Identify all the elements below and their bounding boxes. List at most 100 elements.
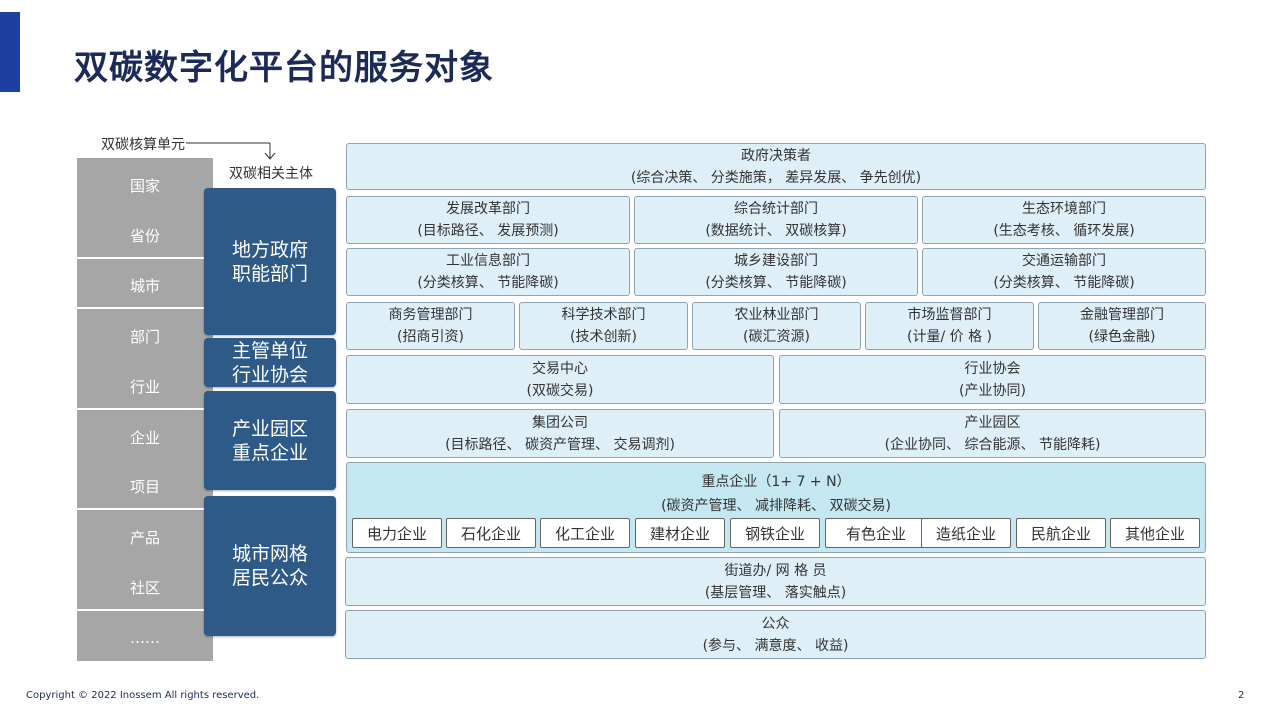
subject-line: 行业协会 bbox=[231, 363, 308, 386]
box-subtitle: (绿色金融) bbox=[1088, 329, 1156, 345]
box-subtitle: (基层管理、 落实触点) bbox=[704, 584, 847, 601]
unit-item: …… bbox=[130, 629, 160, 647]
key-enterprise-box: 重点企业（1+ 7 + N） (碳资产管理、 减排降耗、 双碳交易) 电力企业 … bbox=[346, 462, 1206, 553]
box-title: 市场监督部门 bbox=[907, 307, 992, 323]
box-subtitle: (技术创新) bbox=[570, 329, 637, 345]
subject-line: 产业园区 bbox=[231, 417, 308, 440]
dept-box: 发展改革部门 (目标路径、 发展预测) bbox=[346, 196, 630, 244]
page-number: 2 bbox=[1238, 690, 1245, 701]
org-box: 交易中心 (双碳交易) bbox=[346, 355, 774, 404]
unit-item: 行业 bbox=[129, 378, 160, 396]
unit-divider bbox=[77, 508, 213, 510]
unit-divider bbox=[77, 307, 213, 309]
subject-line: 地方政府 bbox=[231, 238, 308, 261]
box-title: 商务管理部门 bbox=[388, 307, 473, 323]
subject-local-government: 地方政府 职能部门 bbox=[204, 188, 336, 335]
box-title: 街道办/ 网 格 员 bbox=[724, 562, 827, 579]
box-title: 交易中心 bbox=[532, 360, 588, 377]
unit-divider bbox=[77, 609, 213, 611]
box-subtitle: (生态考核、 循环发展) bbox=[993, 223, 1135, 239]
box-subtitle: (分类核算、 节能降碳) bbox=[993, 275, 1135, 291]
box-subtitle: (综合决策、 分类施策， 差异发展、 争先创优) bbox=[630, 169, 922, 186]
dept-box: 生态环境部门 (生态考核、 循环发展) bbox=[922, 196, 1206, 244]
public-box: 公众 (参与、 满意度、 收益) bbox=[345, 610, 1206, 659]
box-title: 重点企业（1+ 7 + N） bbox=[701, 474, 851, 490]
org-box: 产业园区 (企业协同、 综合能源、 节能降耗) bbox=[779, 409, 1206, 458]
subject-city-residents: 城市网格 居民公众 bbox=[204, 496, 336, 636]
unit-item: 项目 bbox=[129, 478, 160, 496]
industry-tag: 化工企业 bbox=[540, 518, 630, 548]
box-title: 公众 bbox=[761, 615, 790, 632]
industry-tag: 电力企业 bbox=[352, 518, 442, 548]
unit-item: 省份 bbox=[129, 227, 160, 245]
dept-box: 市场监督部门 (计量/ 价 格 ) bbox=[865, 302, 1034, 350]
box-title: 综合统计部门 bbox=[734, 201, 818, 217]
title-accent-bar bbox=[0, 12, 20, 92]
unit-divider bbox=[77, 257, 213, 259]
unit-item: 企业 bbox=[129, 429, 160, 447]
accounting-unit-label: 双碳核算单元 bbox=[101, 137, 185, 153]
box-title: 科学技术部门 bbox=[561, 307, 646, 323]
dept-box: 综合统计部门 (数据统计、 双碳核算) bbox=[634, 196, 918, 244]
accounting-unit-column: 国家 省份 城市 部门 行业 企业 项目 产品 社区 …… bbox=[77, 158, 213, 661]
dept-box: 商务管理部门 (招商引资) bbox=[346, 302, 515, 350]
dept-box: 科学技术部门 (技术创新) bbox=[519, 302, 688, 350]
box-title: 集团公司 bbox=[532, 414, 588, 431]
dept-box: 工业信息部门 (分类核算、 节能降碳) bbox=[346, 248, 630, 296]
box-subtitle: (企业协同、 综合能源、 节能降耗) bbox=[884, 436, 1101, 453]
industry-tag: 民航企业 bbox=[1016, 518, 1106, 548]
box-subtitle: (招商引资) bbox=[397, 329, 464, 345]
industry-tag: 有色企业 bbox=[825, 518, 927, 548]
box-subtitle: (碳汇资源) bbox=[743, 329, 810, 345]
box-title: 发展改革部门 bbox=[446, 201, 530, 217]
dept-box: 农业林业部门 (碳汇资源) bbox=[692, 302, 861, 350]
box-title: 工业信息部门 bbox=[446, 253, 530, 269]
dept-box: 金融管理部门 (绿色金融) bbox=[1038, 302, 1206, 350]
box-title: 城乡建设部门 bbox=[734, 253, 818, 269]
related-subject-label: 双碳相关主体 bbox=[229, 166, 313, 182]
box-title: 金融管理部门 bbox=[1080, 307, 1164, 323]
street-box: 街道办/ 网 格 员 (基层管理、 落实触点) bbox=[345, 557, 1206, 606]
industry-tag: 钢铁企业 bbox=[730, 518, 820, 548]
guide-arrow-icon bbox=[186, 142, 276, 160]
unit-item: 城市 bbox=[129, 277, 160, 295]
box-subtitle: (分类核算、 节能降碳) bbox=[705, 275, 847, 291]
unit-item: 部门 bbox=[129, 328, 160, 346]
gov-decision-box: 政府决策者 (综合决策、 分类施策， 差异发展、 争先创优) bbox=[346, 143, 1206, 190]
dept-box: 交通运输部门 (分类核算、 节能降碳) bbox=[922, 248, 1206, 296]
subject-line: 居民公众 bbox=[231, 567, 308, 589]
industry-tag: 其他企业 bbox=[1110, 518, 1200, 548]
subject-industry-association: 主管单位 行业协会 bbox=[204, 338, 336, 387]
box-title: 政府决策者 bbox=[741, 147, 811, 164]
industry-tag: 造纸企业 bbox=[921, 518, 1011, 548]
subject-line: 主管单位 bbox=[231, 339, 308, 362]
unit-item: 产品 bbox=[129, 529, 160, 547]
box-title: 生态环境部门 bbox=[1022, 201, 1106, 217]
box-title: 交通运输部门 bbox=[1022, 253, 1106, 269]
dept-box: 城乡建设部门 (分类核算、 节能降碳) bbox=[634, 248, 918, 296]
unit-divider bbox=[77, 408, 213, 410]
box-subtitle: (分类核算、 节能降碳) bbox=[417, 275, 559, 291]
box-subtitle: (数据统计、 双碳核算) bbox=[705, 223, 847, 239]
copyright-text: Copyright © 2022 Inossem All rights rese… bbox=[26, 690, 260, 701]
subject-line: 职能部门 bbox=[231, 262, 308, 285]
page-title: 双碳数字化平台的服务对象 bbox=[74, 48, 494, 88]
org-box: 集团公司 (目标路径、 碳资产管理、 交易调剂) bbox=[346, 409, 774, 458]
box-title: 农业林业部门 bbox=[734, 307, 819, 323]
subject-line: 重点企业 bbox=[231, 441, 308, 464]
box-subtitle: (双碳交易) bbox=[526, 382, 594, 399]
box-subtitle: (参与、 满意度、 收益) bbox=[702, 637, 849, 654]
box-subtitle: (计量/ 价 格 ) bbox=[907, 329, 992, 345]
unit-item: 社区 bbox=[129, 579, 160, 597]
box-subtitle: (目标路径、 碳资产管理、 交易调剂) bbox=[445, 436, 675, 453]
box-title: 行业协会 bbox=[964, 360, 1021, 377]
industry-tag: 建材企业 bbox=[635, 518, 725, 548]
box-subtitle: (目标路径、 发展预测) bbox=[417, 223, 559, 239]
box-subtitle: (产业协同) bbox=[959, 382, 1026, 399]
unit-item: 国家 bbox=[129, 177, 160, 195]
subject-line: 城市网格 bbox=[231, 543, 308, 565]
subject-industrial-park: 产业园区 重点企业 bbox=[204, 391, 336, 490]
org-box: 行业协会 (产业协同) bbox=[779, 355, 1206, 404]
box-subtitle: (碳资产管理、 减排降耗、 双碳交易) bbox=[661, 498, 891, 514]
box-title: 产业园区 bbox=[964, 414, 1021, 431]
